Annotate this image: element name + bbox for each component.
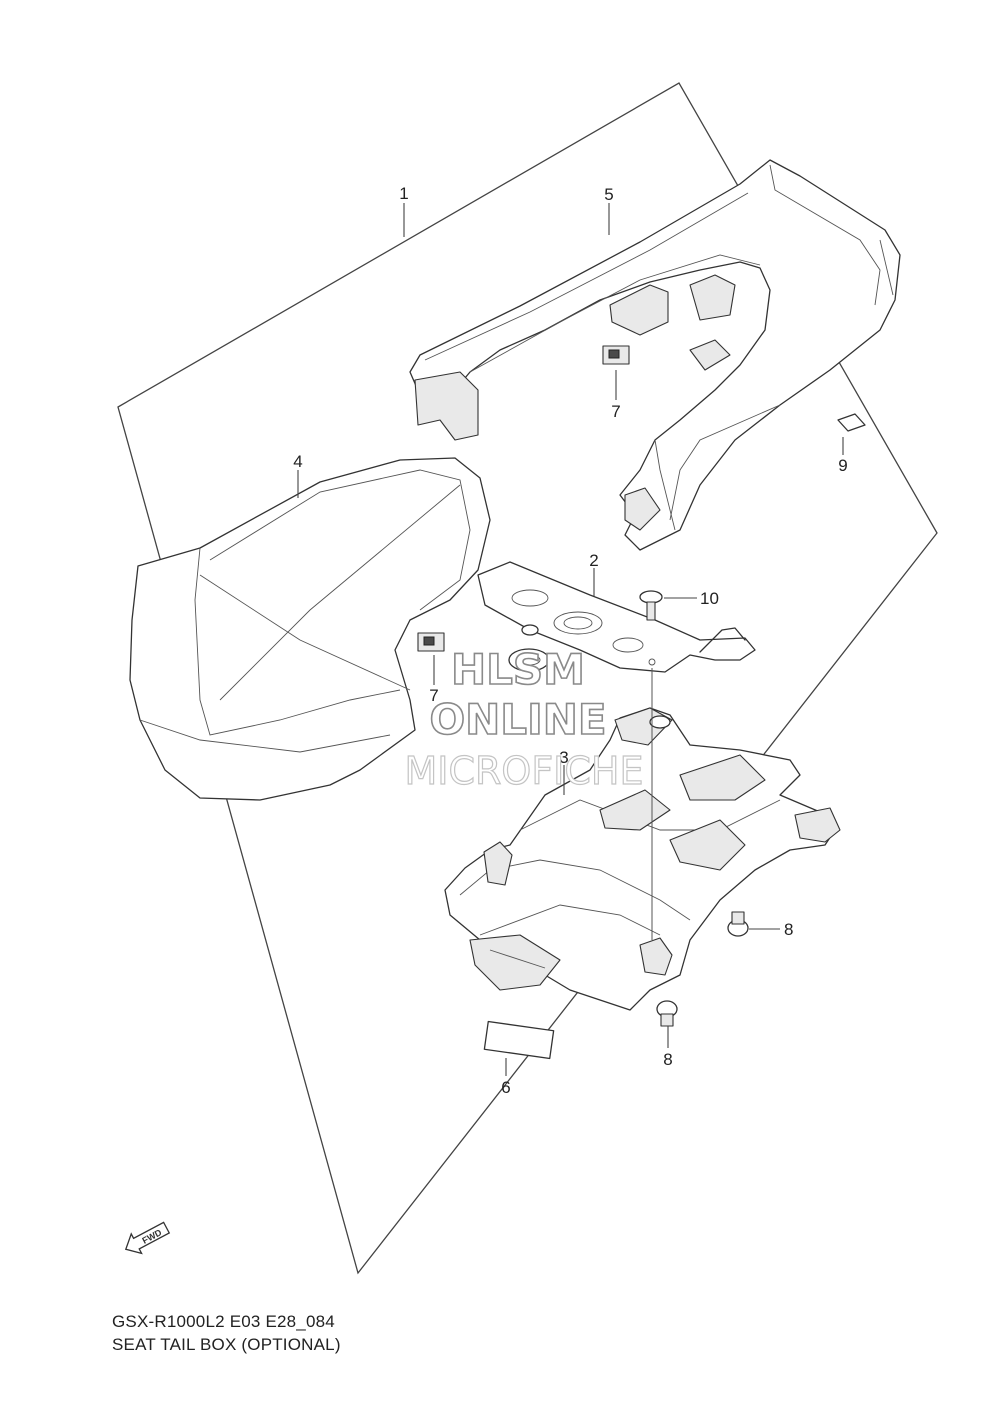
leader-lines (297, 203, 844, 1076)
watermark-line-3: MICROFICHE (404, 749, 643, 793)
callout-4: 4 (293, 452, 302, 471)
watermark-line-2: ONLINE (429, 695, 606, 744)
callout-2: 2 (589, 551, 598, 570)
watermark-line-1: HLSM (451, 645, 585, 694)
fwd-arrow-icon: FWD (124, 1221, 171, 1255)
part-4-seat-cover[interactable] (129, 457, 491, 801)
callout-1: 1 (399, 184, 408, 203)
callout-8-right: 8 (784, 920, 793, 939)
callout-8-bottom: 8 (663, 1050, 672, 1069)
part-8-bolt-right[interactable] (727, 911, 749, 937)
part-3-tail-box-frame[interactable] (444, 668, 841, 1011)
callout-7-top: 7 (611, 402, 620, 421)
part-7-clip-left[interactable] (417, 632, 445, 652)
diagram-caption: GSX-R1000L2 E03 E28_084 SEAT TAIL BOX (O… (112, 1310, 341, 1356)
assembly-frame (117, 82, 938, 1275)
part-2-plate-bracket[interactable] (477, 561, 756, 673)
callout-5: 5 (604, 185, 613, 204)
part-5-seat-tail-cover[interactable] (409, 159, 901, 551)
callout-10: 10 (700, 589, 719, 608)
diagram-title: SEAT TAIL BOX (OPTIONAL) (112, 1335, 341, 1354)
part-8-bolt-bottom[interactable] (656, 1000, 678, 1027)
callout-9: 9 (838, 456, 847, 475)
model-code: GSX-R1000L2 E03 E28_084 (112, 1312, 335, 1331)
part-7-clip-top[interactable] (602, 345, 630, 365)
part-9-pad[interactable] (837, 413, 866, 432)
callout-3: 3 (559, 748, 568, 767)
callout-6: 6 (501, 1078, 510, 1097)
callout-7-left: 7 (429, 686, 438, 705)
part-10-screw[interactable] (639, 590, 663, 621)
part-6-tape[interactable] (483, 1020, 555, 1060)
